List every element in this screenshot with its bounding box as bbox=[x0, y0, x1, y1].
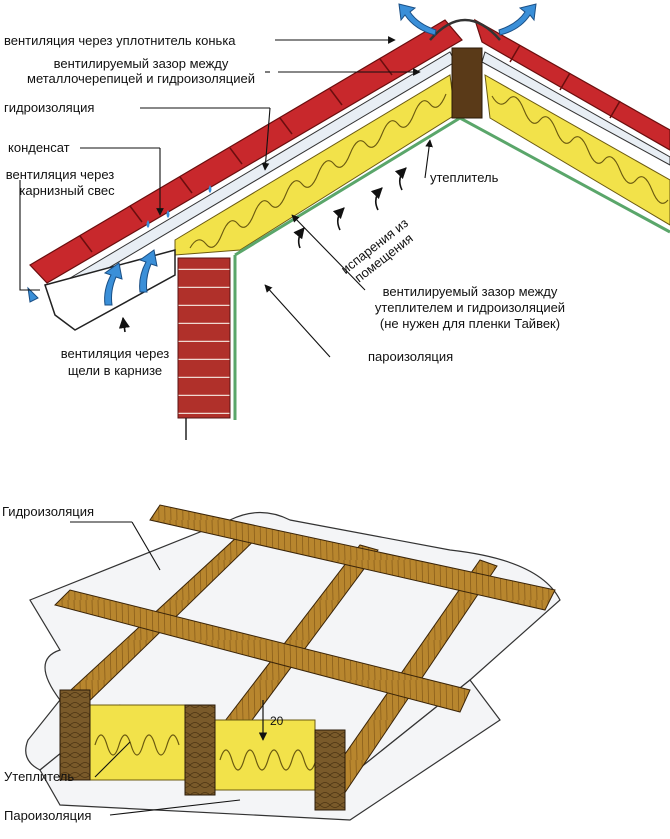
label-vent-gap-line2: металлочерепицей и гидроизоляцией bbox=[27, 71, 255, 86]
batten-section bbox=[25, 504, 561, 821]
insulation-block-1 bbox=[89, 704, 186, 781]
label-soffit-vent-line1: вентиляция через bbox=[60, 346, 170, 361]
brick-wall bbox=[177, 257, 231, 419]
vent-arrows bbox=[27, 3, 537, 306]
eave-vent-arrow-1 bbox=[103, 262, 123, 306]
label-gap-mm: 20 bbox=[270, 714, 284, 728]
waterproofing-layer-right bbox=[481, 51, 670, 166]
label-insulation-top: утеплитель bbox=[430, 170, 499, 185]
label-vapor-barrier-top: пароизоляция bbox=[368, 349, 454, 364]
label-ridge-vent: вентиляция через уплотнитель конька bbox=[4, 33, 236, 48]
label-vapor-barrier-bottom: Пароизоляция bbox=[4, 808, 92, 823]
tile-steps bbox=[79, 44, 621, 253]
leader-lines-top bbox=[19, 36, 433, 358]
ridge-vent-arrow-right bbox=[498, 3, 537, 36]
label-waterproofing-top: гидроизоляция bbox=[4, 100, 95, 115]
insulation-right bbox=[484, 74, 670, 226]
label-soffit-vent-line2: щели в карнизе bbox=[67, 363, 163, 378]
leader-lines-bottom bbox=[70, 521, 241, 816]
label-gap-insul-line2: утеплителем и гидроизоляцией bbox=[374, 300, 566, 315]
label-eave-vent-line1: вентиляция через bbox=[5, 167, 115, 182]
insulation-block-2 bbox=[214, 719, 316, 791]
label-condensate: конденсат bbox=[8, 140, 70, 155]
eave-vent-arrow-2 bbox=[138, 249, 158, 293]
batten-bottom bbox=[54, 589, 471, 713]
rafter-end-3 bbox=[314, 729, 346, 811]
ridge-beam bbox=[451, 47, 483, 119]
label-waterproofing-bottom: Гидроизоляция bbox=[2, 504, 95, 519]
eave-inlet-arrow bbox=[27, 286, 39, 303]
rafter-end-1 bbox=[59, 689, 91, 781]
condensate-drops bbox=[146, 185, 212, 228]
label-vent-gap-line1: вентилируемый зазор между bbox=[53, 56, 229, 71]
roof-tiles-right bbox=[473, 18, 670, 151]
label-gap-insul-line3: (не нужен для пленки Тайвек) bbox=[379, 316, 561, 331]
ridge-vent-arrow-left bbox=[398, 3, 437, 36]
label-gap-insul-line1: вентилируемый зазор между bbox=[382, 284, 558, 299]
rafter-end-2 bbox=[184, 704, 216, 796]
label-eave-vent-line2: карнизный свес bbox=[19, 183, 115, 198]
ridge-cap bbox=[429, 18, 501, 41]
evaporation-arrows bbox=[118, 167, 407, 333]
batten-top bbox=[149, 504, 556, 611]
label-insulation-bottom: Утеплитель bbox=[4, 769, 75, 784]
